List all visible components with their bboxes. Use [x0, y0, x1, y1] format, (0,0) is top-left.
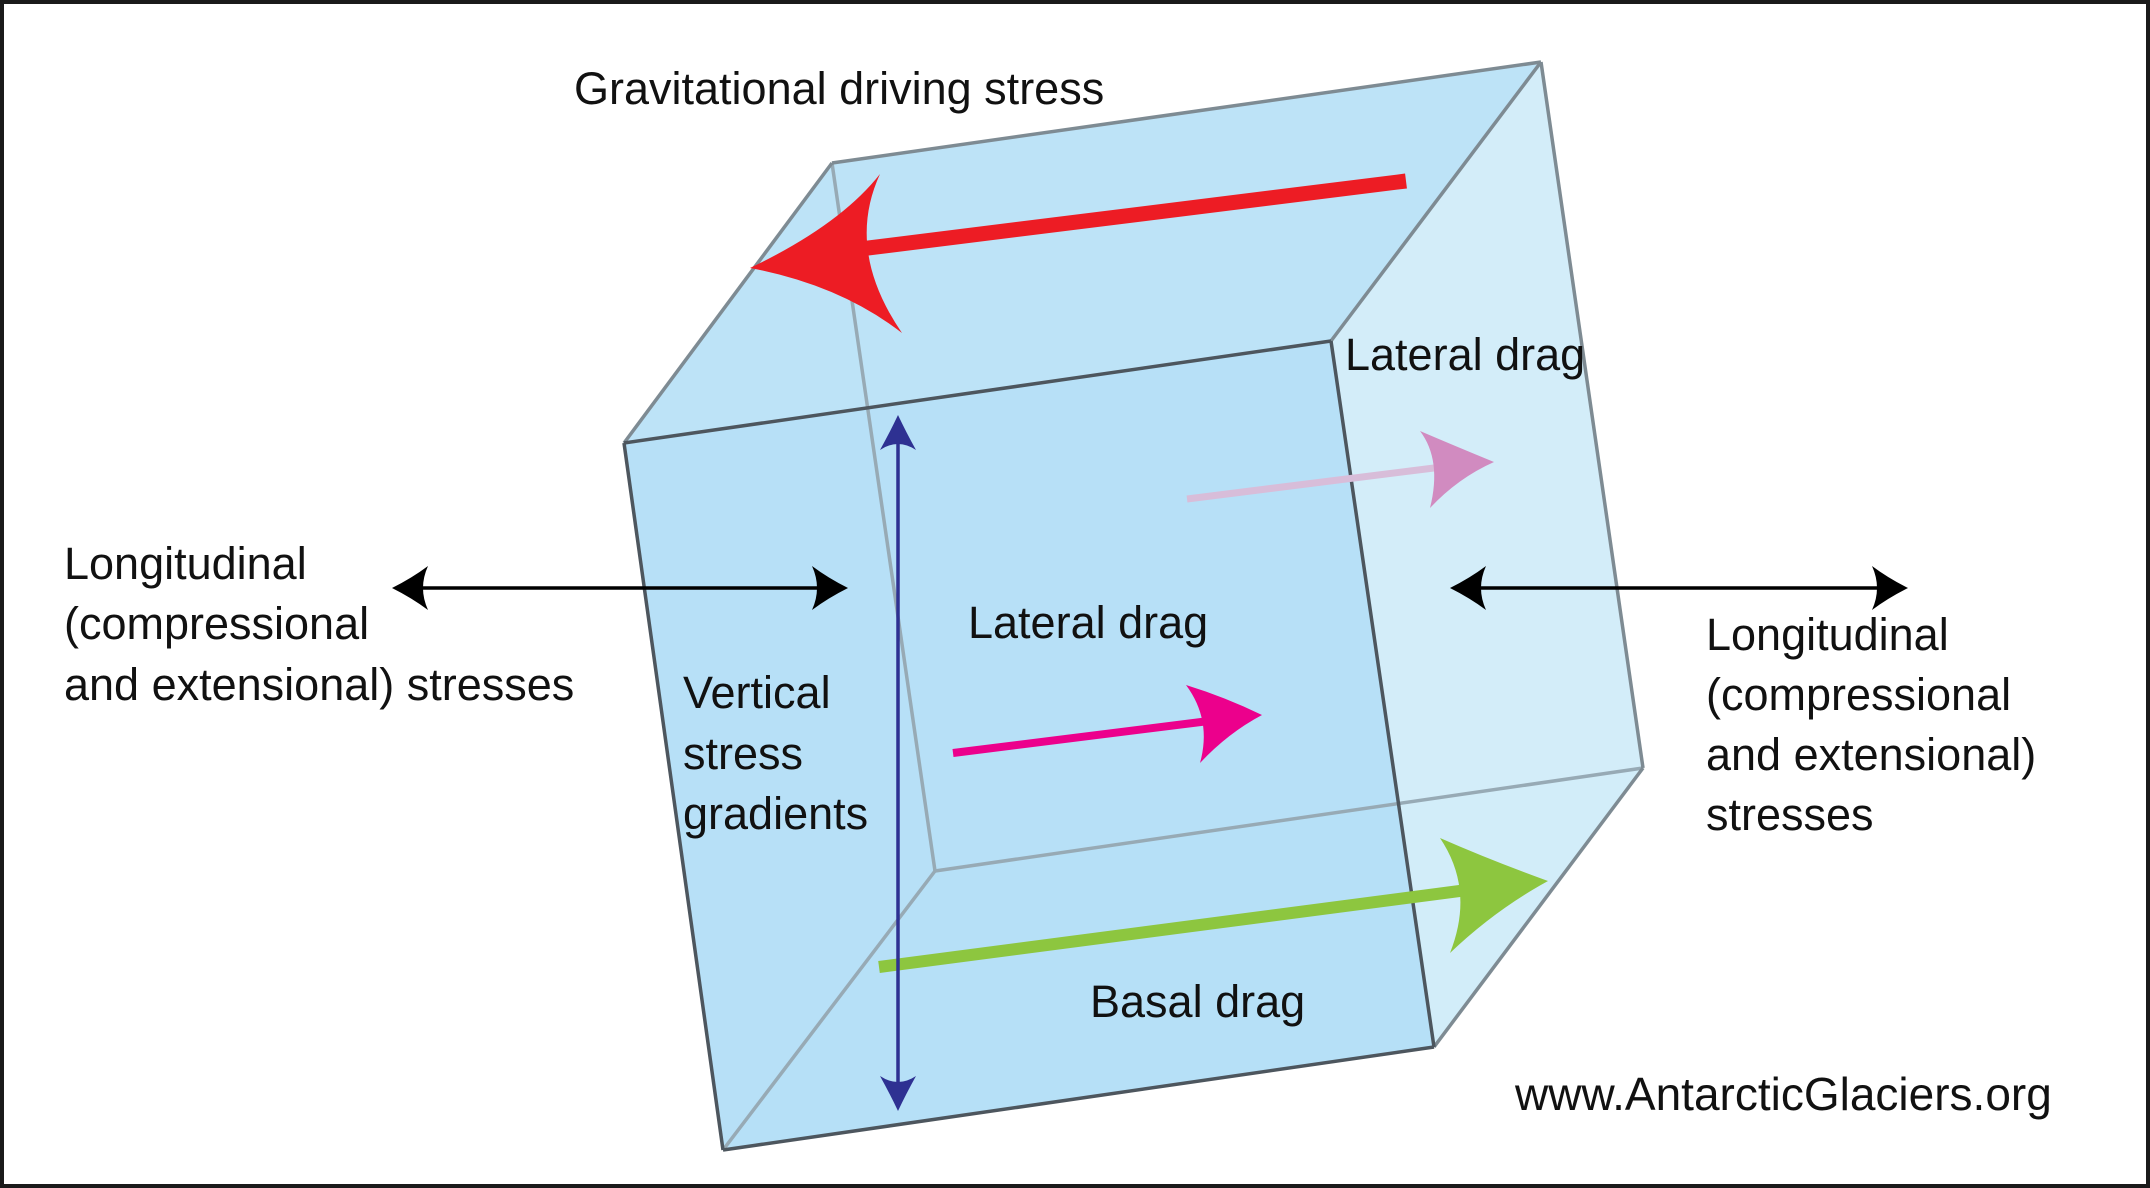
longitudinal-left-label-line: and extensional) stresses — [64, 659, 574, 710]
edge-right-back — [1539, 61, 1645, 769]
lateral-drag-front-label: Lateral drag — [968, 597, 1208, 648]
lateral-drag-back-arrow — [1186, 431, 1494, 508]
edge-front-top — [623, 339, 1332, 445]
ice-block — [622, 60, 1645, 1152]
edge-front-bottom — [722, 1045, 1435, 1152]
longitudinal-left-label-line: Longitudinal — [64, 538, 307, 589]
longitudinal-right-label-line: (compressional — [1706, 669, 2011, 720]
basal-drag-arrow — [878, 838, 1548, 973]
gravitational-stress-label: Gravitational driving stress — [574, 63, 1104, 114]
edge-right-bottom — [1432, 766, 1645, 1049]
lateral-drag-right-label: Lateral drag — [1345, 329, 1585, 380]
vertical-stress-label-line: stress — [683, 728, 803, 779]
longitudinal-right-arrow — [1450, 566, 1908, 610]
longitudinal-right-label-line: Longitudinal — [1706, 609, 1949, 660]
hidden-edge-bottom-right — [934, 766, 1644, 873]
gravitational-stress-arrow — [750, 173, 1407, 333]
vertical-stress-label-line: gradients — [683, 788, 868, 839]
edge-top-left — [622, 161, 834, 445]
longitudinal-left-label-line: (compressional — [64, 598, 369, 649]
edge-top-right — [1329, 60, 1543, 343]
longitudinal-right-label-line: and extensional) — [1706, 729, 2036, 780]
edge-top-back — [831, 60, 1542, 165]
edge-front-left — [622, 442, 725, 1151]
vertical-stress-arrow — [880, 415, 916, 1111]
basal-drag-label: Basal drag — [1090, 976, 1305, 1027]
website-credit: www.AntarcticGlaciers.org — [1514, 1068, 2052, 1120]
longitudinal-left-label: Longitudinal (compressional and extensio… — [64, 538, 574, 710]
longitudinal-right-label: Longitudinal (compressional and extensio… — [1706, 609, 2049, 840]
longitudinal-left-arrow — [392, 566, 848, 610]
ice-block-top-face — [624, 62, 1541, 443]
edge-front-right — [1329, 340, 1436, 1048]
vertical-stress-label-line: Vertical — [683, 667, 831, 718]
lateral-drag-front-arrow — [952, 685, 1262, 763]
longitudinal-right-label-line: stresses — [1706, 789, 1874, 840]
vertical-stress-label: Vertical stress gradients — [683, 667, 868, 839]
